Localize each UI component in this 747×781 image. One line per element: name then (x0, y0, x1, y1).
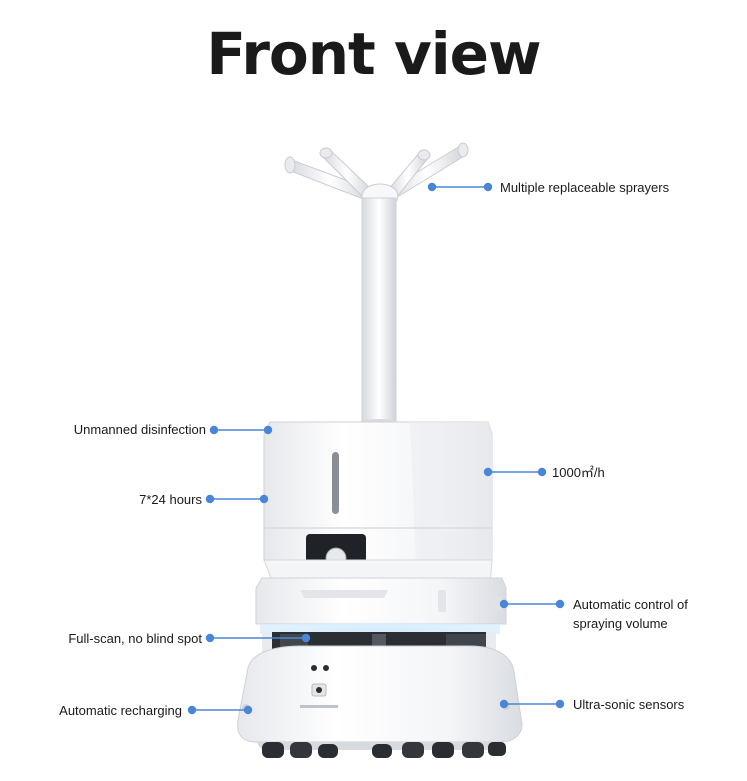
callout-spray-control-line2: spraying volume (573, 616, 668, 631)
sensor-dot-icon (323, 665, 329, 671)
callout-spray-control: Automatic control of spraying volume (573, 595, 688, 633)
robot-base (237, 645, 523, 750)
callout-recharging: Automatic recharging (59, 703, 182, 718)
wheels (262, 742, 506, 758)
pole (361, 197, 397, 425)
tank-body (263, 421, 493, 597)
callout-rate: 1000㎡/h (552, 465, 605, 480)
callout-unmanned: Unmanned disinfection (73, 422, 206, 437)
callout-full-scan: Full-scan, no blind spot (68, 631, 202, 646)
page-title: Front view (206, 20, 541, 88)
leader-lines (187, 182, 565, 715)
collar (255, 577, 507, 625)
level-indicator (332, 452, 339, 514)
callout-hours: 7*24 hours (139, 492, 202, 507)
callout-spray-control-line1: Automatic control of (573, 597, 688, 612)
sensor-dot-icon (311, 665, 317, 671)
callout-sprayers: Multiple replaceable sprayers (500, 180, 670, 195)
callout-ultrasonic: Ultra-sonic sensors (573, 697, 685, 712)
